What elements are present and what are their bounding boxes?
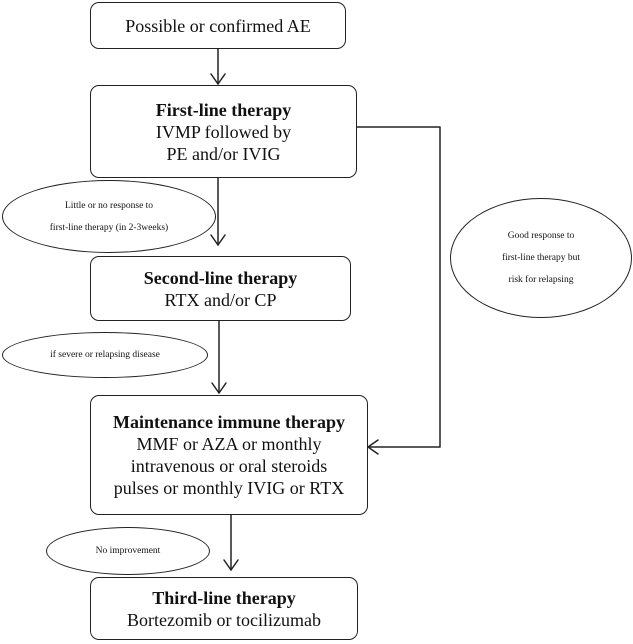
maintenance-immune-therapy-title: Maintenance immune therapy xyxy=(113,412,345,432)
first-line-therapy-line-1: IVMP followed by xyxy=(155,121,292,142)
note-no-improvement-line-1: No improvement xyxy=(95,546,161,556)
note-good-response: Good response to first-line therapy but … xyxy=(450,198,632,318)
third-line-therapy-title: Third-line therapy xyxy=(152,587,296,608)
note-little-response: Little or no response to first-line ther… xyxy=(2,180,216,253)
first-line-therapy-title: First-line therapy xyxy=(155,99,292,120)
first-line-therapy-line-2: PE and/or IVIG xyxy=(166,143,281,164)
note-good-response-line-2: first-line therapy but xyxy=(501,253,581,263)
note-no-improvement: No improvement xyxy=(46,527,210,575)
maintenance-immune-therapy-line-3: pulses or monthly IVIG or RTX xyxy=(113,478,345,498)
note-little-response-line-1: Little or no response to xyxy=(64,200,154,211)
arrowhead-second-to-maintenance xyxy=(211,382,227,394)
note-severe-disease: if severe or relapsing disease xyxy=(2,332,208,378)
arrowhead-maintenance-to-third-line xyxy=(223,559,239,571)
maintenance-immune-therapy-line-2: intravenous or oral steroids xyxy=(130,456,328,476)
note-good-response-line-1: Good response to xyxy=(507,231,575,241)
start-label: Possible or confirmed AE xyxy=(125,15,311,36)
arrowhead-start-to-first-line xyxy=(210,73,226,85)
third-line-therapy-box: Third-line therapy Bortezomib or tociliz… xyxy=(90,577,358,640)
second-line-therapy-box: Second-line therapy RTX and/or CP xyxy=(90,256,351,321)
arrowhead-first-line-to-maintenance-loop xyxy=(367,439,379,455)
arrowhead-first-to-second-line xyxy=(210,234,226,246)
second-line-therapy-title: Second-line therapy xyxy=(143,267,298,288)
note-little-response-line-2: first-line therapy (in 2-3weeks) xyxy=(49,222,169,233)
note-good-response-line-3: risk for relapsing xyxy=(508,275,574,285)
start-box: Possible or confirmed AE xyxy=(90,2,346,49)
maintenance-immune-therapy-line-1: MMF or AZA or monthly xyxy=(136,434,322,454)
note-severe-disease-line-1: if severe or relapsing disease xyxy=(50,350,160,360)
maintenance-immune-therapy-box: Maintenance immune therapy MMF or AZA or… xyxy=(90,395,368,515)
first-line-therapy-box: First-line therapy IVMP followed by PE a… xyxy=(90,85,357,178)
second-line-therapy-line-1: RTX and/or CP xyxy=(164,289,277,310)
arrow-first-line-to-maintenance-loop xyxy=(355,126,441,448)
third-line-therapy-line-1: Bortezomib or tocilizumab xyxy=(127,609,321,630)
